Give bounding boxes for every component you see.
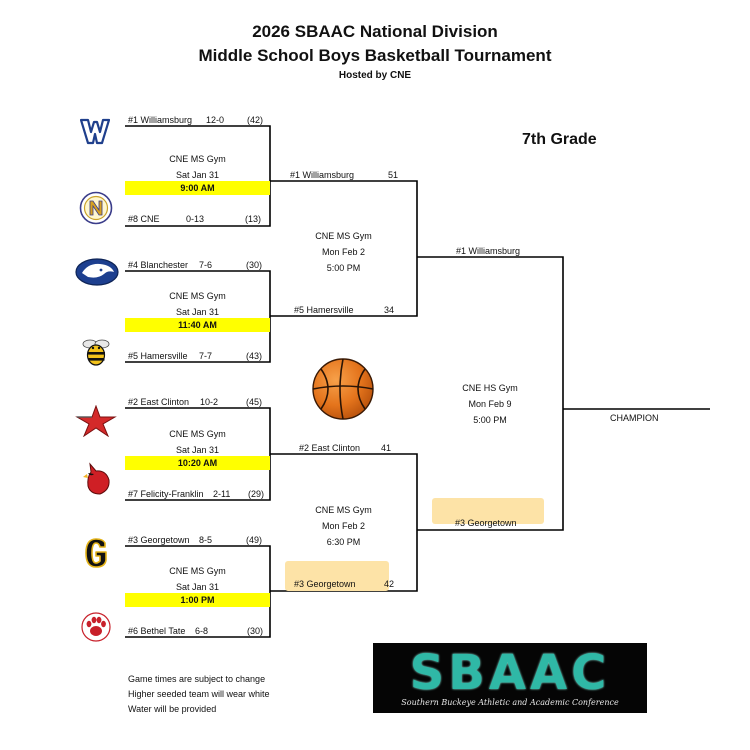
bracket-line-r1-g1 (125, 125, 271, 227)
game-info-final: CNE HS Gym Mon Feb 9 5:00 PM (462, 383, 518, 425)
game-time-r1-g4: 1:00 PM (125, 593, 270, 607)
sbaac-logo-subtitle: Southern Buckeye Athletic and Academic C… (401, 698, 619, 707)
semi-winner-highlight (285, 561, 389, 591)
game-time-r1-g2: 11:40 AM (125, 318, 270, 332)
semi1-top-team: #1 Williamsburg 51 (290, 170, 399, 180)
team-east-clinton: #2 East Clinton 10-2 (45) (128, 397, 263, 407)
hamersville-hornet-logo-icon (82, 339, 110, 366)
game-info-semi1: CNE MS Gym Mon Feb 2 5:00 PM (315, 231, 372, 273)
team-hamersville: #5 Hamersville 7-7 (43) (128, 351, 263, 361)
note-item: Higher seeded team will wear white (128, 689, 270, 699)
hosted-by: Hosted by CNE (338, 70, 412, 81)
semi2-bottom-team: #3 Georgetown 42 (294, 579, 395, 589)
final-top-team: #1 Williamsburg (456, 246, 521, 256)
game-info-semi2: CNE MS Gym Mon Feb 2 6:30 PM (315, 505, 372, 547)
sbaac-logo-text: SBAAC (409, 645, 611, 701)
bethel-tate-paw-logo-icon (81, 612, 111, 642)
game-info-r1-g4: CNE MS Gym Sat Jan 31 (169, 566, 226, 592)
game-info-r1-g1: CNE MS Gym Sat Jan 31 (169, 154, 226, 180)
game-info-r1-g2: CNE MS Gym Sat Jan 31 (169, 291, 226, 317)
williamsburg-logo-icon (80, 118, 110, 145)
game-time-r1-g1: 9:00 AM (125, 181, 270, 195)
cne-seal-logo-icon (79, 191, 113, 225)
east-clinton-star-logo-icon (75, 405, 117, 437)
team-cne: #8 CNE 0-13 (13) (128, 214, 262, 224)
semi2-top-team: #2 East Clinton 41 (299, 443, 392, 453)
grade-label: 7th Grade (522, 131, 597, 148)
team-bethel-tate: #6 Bethel Tate 6-8 (30) (128, 626, 264, 636)
final-winner-highlight (432, 498, 544, 524)
team-felicity-franklin: #7 Felicity-Franklin 2-11 (29) (128, 489, 265, 499)
note-item: Game times are subject to change (128, 674, 266, 684)
champion-label: CHAMPION (610, 413, 659, 423)
note-item: Water will be provided (128, 704, 217, 714)
bracket-line-final (417, 256, 564, 531)
page-title-line1: 2026 SBAAC National Division (252, 22, 498, 41)
game-info-r1-g3: CNE MS Gym Sat Jan 31 (169, 429, 226, 455)
final-bottom-team: #3 Georgetown (455, 518, 517, 528)
game-time-r1-g3: 10:20 AM (125, 456, 270, 470)
team-georgetown: #3 Georgetown 8-5 (49) (128, 535, 263, 545)
page-title-line2: Middle School Boys Basketball Tournament (198, 46, 552, 65)
basketball-icon (312, 358, 374, 420)
bracket-line-semi-2 (270, 453, 418, 592)
bracket-line-semi-1 (270, 180, 418, 317)
semi1-bottom-team: #5 Hamersville 34 (294, 305, 395, 315)
team-blanchester: #4 Blanchester 7-6 (30) (128, 260, 263, 270)
notes-list: Game times are subject to change Higher … (128, 672, 270, 717)
felicity-franklin-cardinal-logo-icon (83, 462, 110, 495)
team-williamsburg: #1 Williamsburg 12-0 (42) (128, 115, 264, 125)
blanchester-wildcat-logo-icon (75, 258, 119, 286)
georgetown-g-logo-icon (85, 538, 107, 568)
sbaac-logo: SBAAC Southern Buckeye Athletic and Acad… (373, 643, 647, 713)
